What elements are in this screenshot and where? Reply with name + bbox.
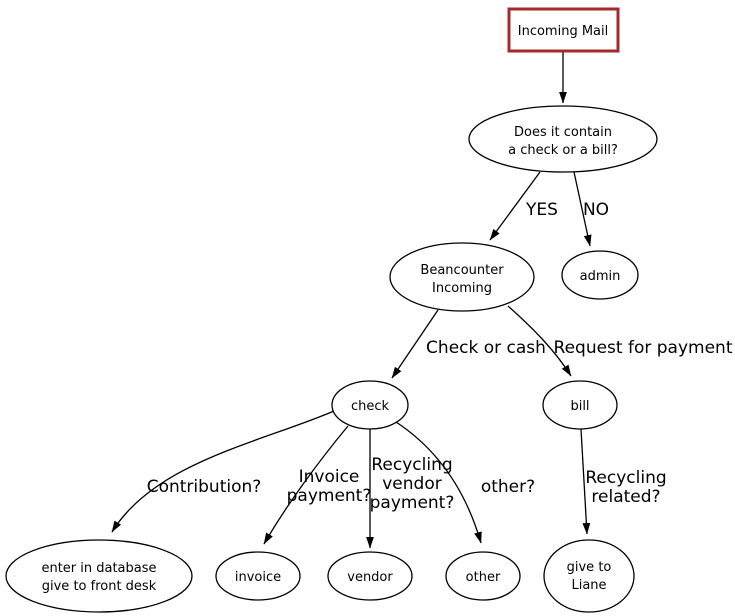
node-question: Does it contain a check or a bill? [468, 105, 658, 173]
edge-label-recycling-related-line2: related? [591, 487, 660, 507]
vendor-ellipse [327, 551, 413, 601]
node-incoming-mail: Incoming Mail [507, 7, 620, 53]
invoice-ellipse [215, 551, 301, 601]
beancounter-label-line2: Incoming [432, 281, 492, 296]
give-to-liane-ellipse [543, 539, 635, 613]
edge-label-yes: YES [525, 200, 558, 220]
edge-yes [489, 171, 541, 241]
edge-label-recycling-vendor-line2: vendor [382, 474, 441, 494]
edge-label-contribution: Contribution? [147, 477, 262, 497]
edge-invoice-payment [263, 425, 349, 545]
node-give-to-liane: give to Liane [543, 539, 635, 613]
give-to-liane-label-line1: give to [567, 560, 612, 575]
other-label: other [466, 570, 501, 585]
node-beancounter-incoming: Beancounter Incoming [389, 242, 535, 312]
vendor-label: vendor [347, 570, 393, 585]
edge-no [573, 171, 592, 247]
check-label: check [351, 399, 390, 414]
node-vendor: vendor [327, 551, 413, 601]
enter-database-ellipse [5, 539, 193, 613]
edge-label-invoice-payment-line1: Invoice [299, 467, 360, 487]
other-ellipse [445, 551, 521, 601]
edge-other [395, 421, 482, 544]
node-other: other [445, 551, 521, 601]
edge-contribution [111, 410, 335, 533]
edge-label-request-for-payment: Request for payment [554, 338, 733, 358]
invoice-label: invoice [235, 570, 281, 585]
admin-ellipse [561, 250, 639, 300]
incoming-mail-label: Incoming Mail [518, 24, 608, 39]
question-label-line1: Does it contain [514, 125, 612, 140]
node-bill: bill [542, 380, 618, 430]
give-to-liane-label-line2: Liane [571, 578, 606, 593]
edge-label-no: NO [583, 200, 609, 220]
check-ellipse [331, 380, 409, 430]
beancounter-ellipse [389, 242, 535, 312]
edge-label-invoice-payment-line2: payment? [287, 486, 372, 506]
node-enter-database: enter in database give to front desk [5, 539, 193, 613]
edge-label-check-or-cash: Check or cash [426, 338, 546, 358]
enter-database-label-line1: enter in database [41, 561, 156, 576]
edge-check-or-cash [391, 309, 439, 379]
edge-label-recycling-related-line1: Recycling [585, 468, 666, 488]
node-admin: admin [561, 250, 639, 300]
bill-label: bill [570, 399, 589, 414]
edge-label-other: other? [481, 477, 535, 497]
admin-label: admin [580, 269, 621, 284]
beancounter-label-line1: Beancounter [420, 263, 504, 278]
edges [111, 52, 592, 549]
node-invoice: invoice [215, 551, 301, 601]
enter-database-label-line2: give to front desk [42, 579, 157, 594]
question-ellipse [468, 105, 658, 173]
edge-request-for-payment [507, 305, 572, 377]
edge-recycling-related [580, 428, 591, 535]
edge-label-recycling-vendor-line3: payment? [370, 493, 455, 513]
edge-labels: YES NO Check or cash Request for payment… [147, 200, 733, 513]
bill-ellipse [542, 380, 618, 430]
question-label-line2: a check or a bill? [508, 143, 618, 158]
nodes: Incoming Mail Does it contain a check or… [5, 7, 658, 613]
node-check: check [331, 380, 409, 430]
edge-label-recycling-vendor-line1: Recycling [371, 455, 452, 475]
incoming-mail-box [507, 7, 620, 53]
